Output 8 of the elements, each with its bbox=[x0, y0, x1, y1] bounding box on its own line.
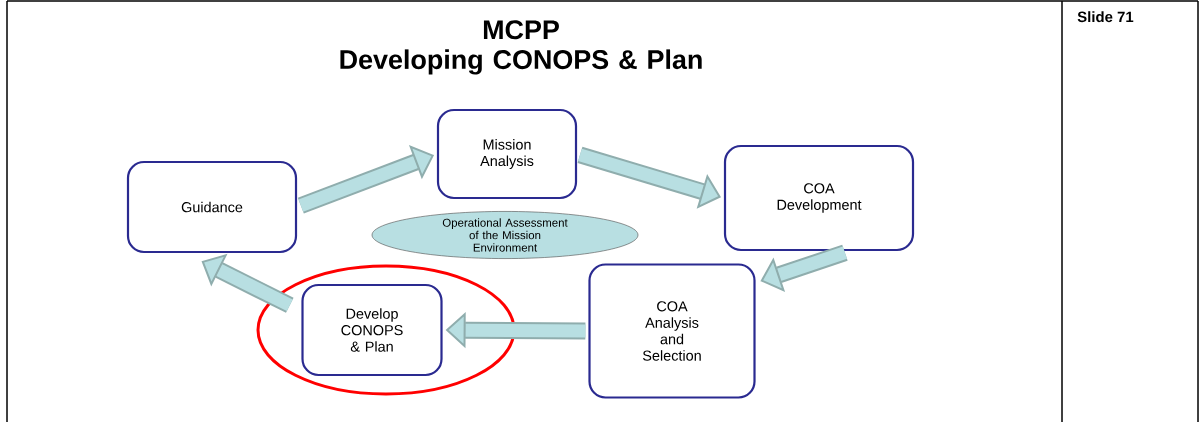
process-box: COA Development bbox=[723, 144, 915, 252]
slide-number: Slide 71 bbox=[1077, 11, 1134, 23]
process-box: Mission Analysis bbox=[436, 108, 578, 200]
slide-title: MCPP Developing CONOPS & Plan bbox=[340, 20, 702, 75]
process-box: COA Analysis and Selection bbox=[588, 263, 756, 399]
process-box: Develop CONOPS & Plan bbox=[301, 283, 443, 377]
process-box: Guidance bbox=[126, 160, 298, 254]
block-arrow bbox=[760, 244, 848, 293]
